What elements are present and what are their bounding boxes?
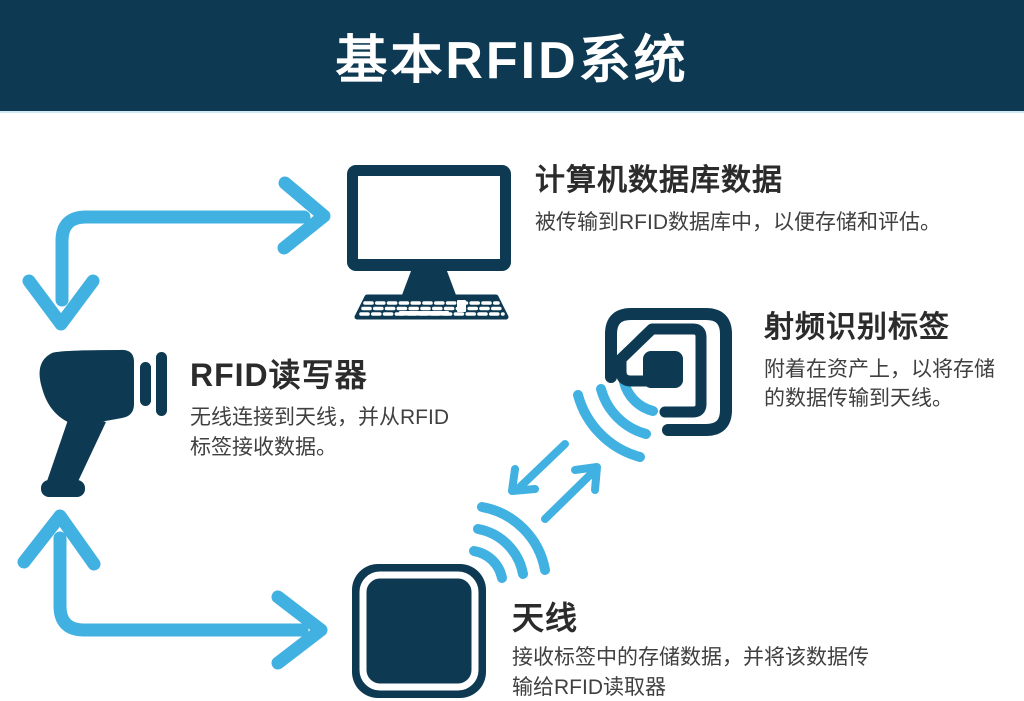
arrow-reader-antenna — [17, 509, 328, 670]
tag-signal-waves-icon — [573, 377, 658, 462]
diagram-graphic — [17, 165, 732, 698]
computer-icon — [347, 165, 511, 320]
reader-description: 无线连接到天线，并从RFID 标签接收数据。 — [190, 405, 449, 459]
rfid-tag-icon — [605, 308, 732, 436]
arrow-to-tag — [541, 463, 601, 523]
antenna-icon — [352, 564, 486, 698]
computer-description: 被传输到RFID数据库中，以便存储和评估。 — [535, 210, 941, 234]
antenna-description: 接收标签中的存储数据，并将该数据传 输给RFID读取器 — [512, 645, 869, 699]
arrow-reader-computer — [22, 176, 331, 331]
computer-text-block: 计算机数据库数据 被传输到RFID数据库中，以便存储和评估。 — [535, 164, 941, 237]
tag-description: 附着在资产上，以将存储 的数据传输到天线。 — [764, 357, 995, 411]
tag-title: 射频识别标签 — [764, 311, 950, 344]
arrow-to-antenna — [508, 440, 569, 495]
reader-title: RFID读写器 — [190, 357, 368, 393]
computer-title: 计算机数据库数据 — [535, 164, 783, 197]
antenna-title: 天线 — [512, 600, 579, 636]
tag-text-block: 射频识别标签 附着在资产上，以将存储 的数据传输到天线。 — [764, 311, 995, 414]
reader-text-block: RFID读写器 无线连接到天线，并从RFID 标签接收数据。 — [190, 357, 449, 462]
rfid-reader-icon — [39, 349, 167, 497]
antenna-text-block: 天线 接收标签中的存储数据，并将该数据传 输给RFID读取器 — [512, 600, 869, 701]
antenna-signal-waves-icon — [469, 502, 550, 583]
arrow-tag-antenna — [508, 440, 601, 523]
page-title: 基本RFID系统 — [335, 32, 689, 90]
header-banner: 基本RFID系统 — [0, 0, 1024, 113]
